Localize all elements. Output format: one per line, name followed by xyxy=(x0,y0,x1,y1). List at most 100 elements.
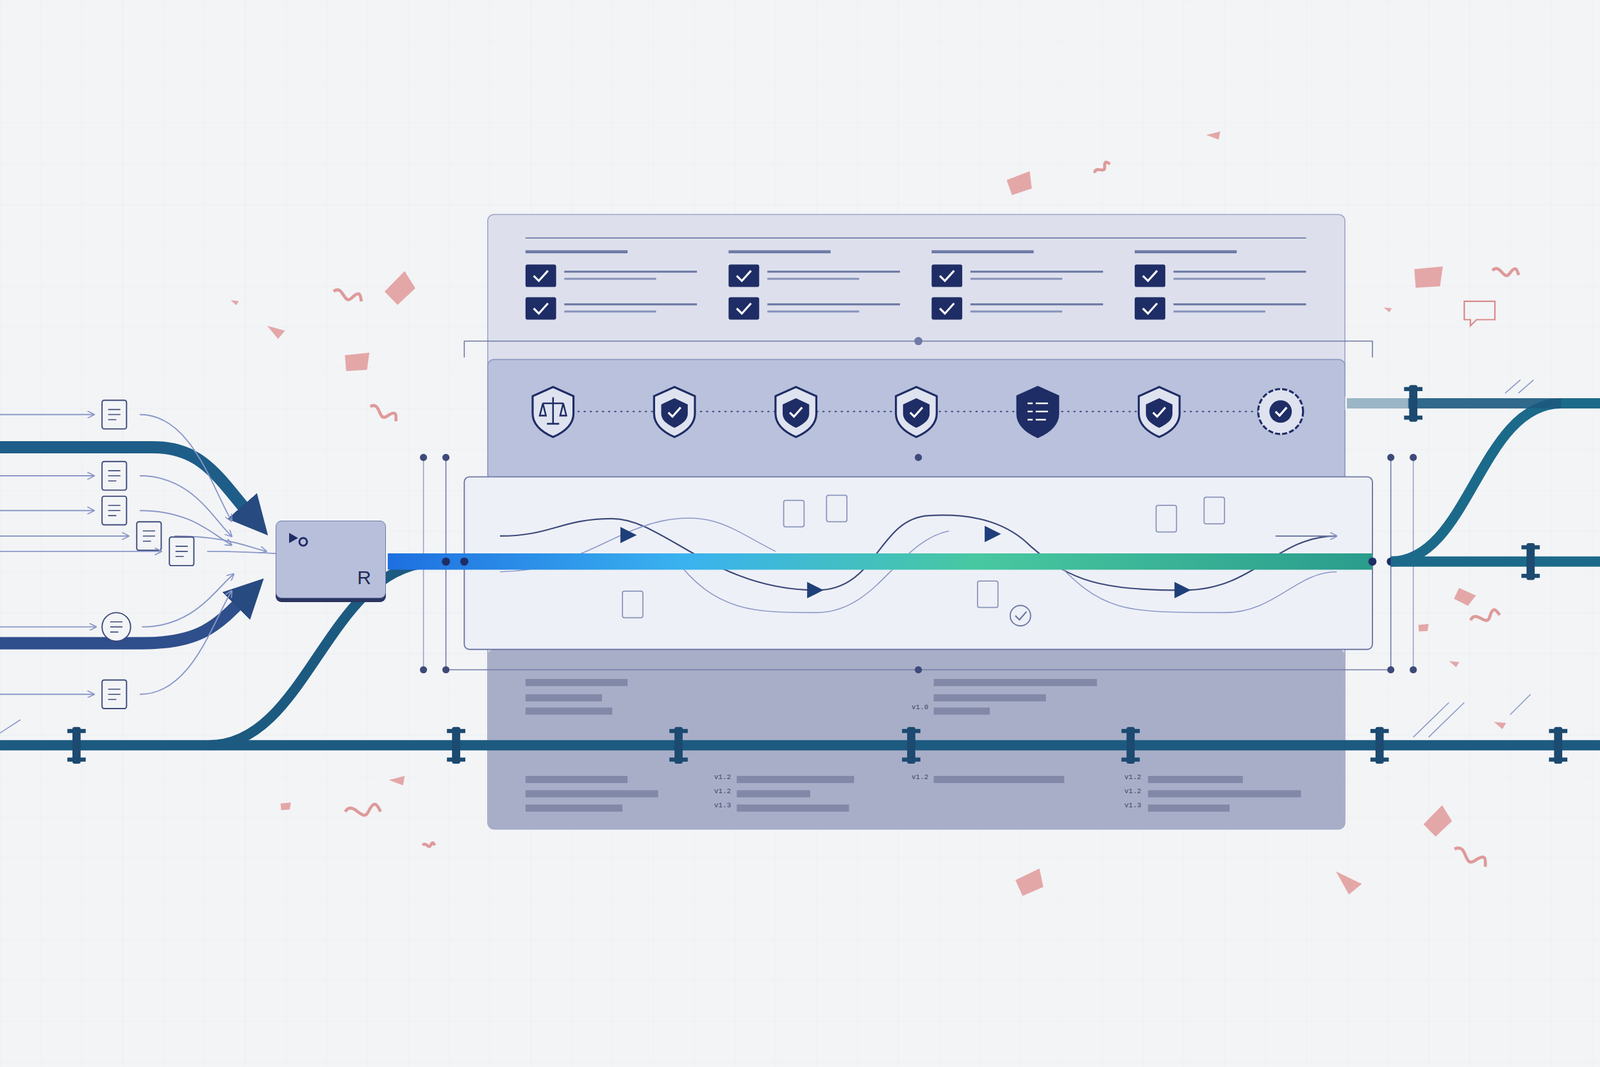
checkbox xyxy=(525,296,557,320)
paper-scrap xyxy=(1491,264,1520,278)
bracket-dot xyxy=(914,337,923,346)
heading-bar xyxy=(525,250,628,254)
checkmark xyxy=(789,407,802,417)
source-icon-lines xyxy=(108,409,121,420)
doc-icon xyxy=(783,500,805,527)
shield-outline xyxy=(1017,387,1059,438)
flow-band xyxy=(387,553,1373,570)
thin-arrow xyxy=(0,509,94,511)
checkmark xyxy=(736,303,751,314)
policy-panel xyxy=(487,359,1345,481)
bracket-dot xyxy=(419,666,427,674)
placeholder-bar xyxy=(525,707,613,715)
flow-triangle xyxy=(984,525,1001,542)
source-icon-lines xyxy=(108,689,121,700)
source-icon xyxy=(101,461,127,491)
text-line xyxy=(970,277,1063,280)
junction-dot xyxy=(1368,557,1377,566)
rail-clamp xyxy=(1521,573,1540,578)
doc-icon xyxy=(622,591,643,618)
inflow xyxy=(0,400,299,709)
paper-scrap xyxy=(230,300,240,306)
shield-core xyxy=(661,398,688,428)
version-tag: v1.0 xyxy=(911,703,929,711)
shield-icon xyxy=(653,387,695,438)
bracket-dot xyxy=(914,453,922,461)
text-line xyxy=(1173,310,1266,313)
rail-clamp xyxy=(446,728,466,733)
heading-bar xyxy=(728,250,831,254)
paper-scrap xyxy=(1421,805,1456,838)
placeholder-bar xyxy=(933,707,991,715)
paper-scrap xyxy=(1493,721,1506,729)
shield-core xyxy=(782,398,809,428)
paper-scrap xyxy=(344,352,370,372)
version-tag: v1.2 xyxy=(714,773,731,781)
paper-scrap xyxy=(1452,842,1490,870)
text-line xyxy=(970,303,1104,306)
shield-icon xyxy=(1138,387,1180,438)
text-line xyxy=(1173,270,1307,273)
text-line xyxy=(767,277,859,280)
text-line xyxy=(564,270,697,273)
version-tag: v1.2 xyxy=(911,773,929,781)
checkmark xyxy=(1142,303,1158,314)
rail-clamp xyxy=(446,757,466,761)
router-box: R xyxy=(275,520,386,599)
hatch-mark xyxy=(0,694,1531,738)
scale-symbol xyxy=(539,396,567,424)
checkmark xyxy=(736,270,751,281)
thin-arrow xyxy=(141,573,234,627)
paper-scrap xyxy=(1448,660,1459,668)
shield-icon xyxy=(1258,389,1304,434)
heading-bar xyxy=(931,250,1034,254)
rail-clamp xyxy=(1521,544,1540,549)
paper-scrap xyxy=(344,803,381,815)
paper-scrap xyxy=(265,325,286,340)
out-track xyxy=(1391,556,1600,567)
checkmark xyxy=(1153,407,1166,417)
text-line xyxy=(970,270,1104,273)
badge-core xyxy=(1269,400,1292,423)
outflow xyxy=(1344,379,1600,580)
paper-scrap xyxy=(1092,160,1111,175)
version-tag: v1.2 xyxy=(1124,787,1142,795)
text-line xyxy=(564,310,656,313)
source-icon-lines xyxy=(108,505,121,516)
checkbox xyxy=(525,264,557,288)
rail-clamp xyxy=(1403,387,1423,392)
checkbox xyxy=(931,264,963,288)
thin-arrow xyxy=(0,535,129,537)
shield-row xyxy=(532,387,1304,438)
placeholder-bar xyxy=(933,775,1065,783)
paper-scrap xyxy=(1469,608,1500,624)
shield-core xyxy=(1146,398,1173,428)
placeholder-bar xyxy=(525,804,623,812)
paper-scrap xyxy=(332,285,364,304)
source-icon xyxy=(101,496,127,525)
placeholder-bar xyxy=(736,804,849,812)
paper-scrap xyxy=(389,774,408,790)
source-icon xyxy=(136,521,161,551)
fade xyxy=(1344,396,1409,411)
doc-icon xyxy=(977,580,999,608)
router-icon xyxy=(287,531,314,551)
flow-triangle xyxy=(620,526,637,543)
placeholder-bar xyxy=(933,678,1098,686)
bracket-dot xyxy=(419,453,427,461)
shield-icon xyxy=(896,387,938,438)
text-line xyxy=(1173,303,1307,306)
source-icon-lines xyxy=(110,621,123,633)
paper-scrap xyxy=(1414,266,1443,288)
rail-clamp xyxy=(1370,728,1390,733)
bracket-lines xyxy=(419,337,1417,674)
checkmark xyxy=(939,270,954,281)
panel-rule xyxy=(525,237,1307,239)
shield-icon xyxy=(1017,387,1059,438)
rail-clamp xyxy=(67,757,86,761)
checkmark xyxy=(1142,270,1158,281)
